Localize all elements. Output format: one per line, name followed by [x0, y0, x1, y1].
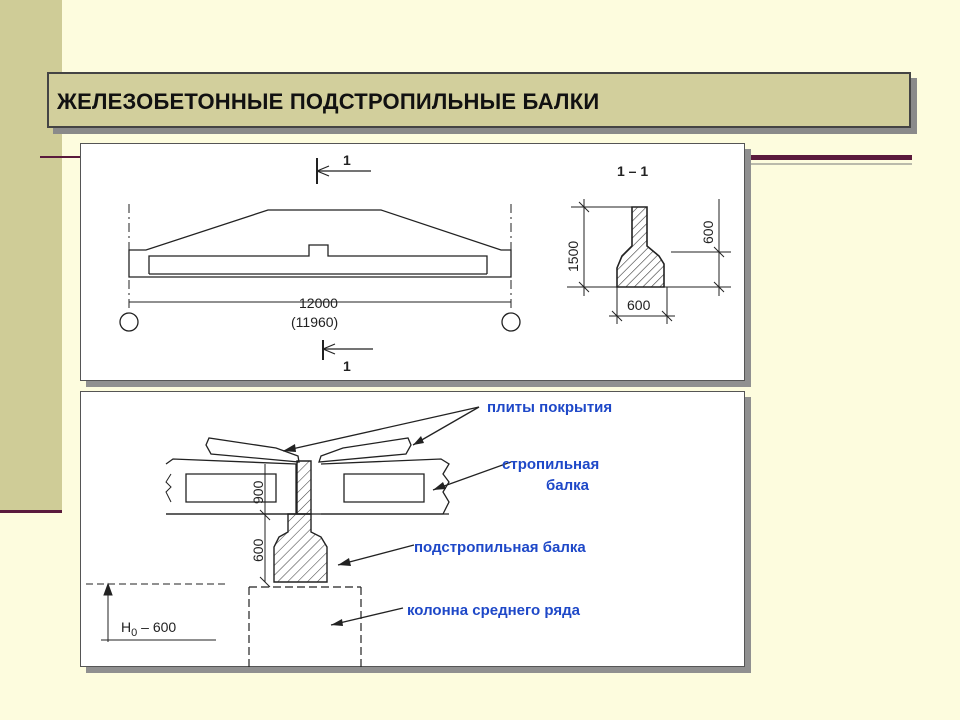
truss-beam-right: [320, 458, 450, 515]
dim-900-label: 900: [250, 480, 266, 504]
section-cut-top: [316, 158, 371, 184]
height-label: H0 – 600: [121, 619, 176, 639]
height-label-base: H: [121, 619, 131, 635]
decor-line-right: [745, 155, 912, 160]
leader-truss: [432, 461, 512, 491]
length-dim-alt-label: (11960): [291, 314, 338, 330]
label-subtruss: подстропильная балка: [414, 539, 586, 556]
dim-600-label: 600: [250, 538, 266, 562]
assembly-drawing-panel: плиты покрытия стропильная балка подстро…: [80, 391, 745, 667]
left-axis-bubble: [119, 312, 139, 332]
section-mark-top: 1: [343, 152, 351, 168]
base-width-dim-label: 600: [627, 297, 651, 313]
slide-title: ЖЕЛЕЗОБЕТОННЫЕ ПОДСТРОПИЛЬНЫЕ БАЛКИ: [57, 89, 600, 114]
beam-drawing-panel: 1 1 12000 (11960) 1 – 1 1500 600 600: [80, 143, 745, 381]
beam-cross-section: [616, 206, 665, 288]
flange-dim-label: 600: [700, 220, 716, 244]
decor-line-left: [40, 156, 80, 158]
title-box: ЖЕЛЕЗОБЕТОННЫЕ ПОДСТРОПИЛЬНЫЕ БАЛКИ: [47, 72, 911, 128]
decor-line-right-shadow: [745, 163, 912, 165]
label-column: колонна среднего ряда: [407, 602, 581, 619]
section-title: 1 – 1: [617, 163, 648, 179]
label-truss-line1: стропильная: [502, 456, 599, 473]
height-dim-label: 1500: [565, 241, 581, 272]
height-label-sub: 0: [131, 627, 137, 639]
assembly-drawing: плиты покрытия стропильная балка подстро…: [86, 399, 612, 667]
section-cut-bottom: [322, 340, 373, 360]
beam-elevation-outline: [128, 209, 512, 278]
leader-slab-left: [282, 406, 480, 452]
section-mark-bottom: 1: [343, 358, 351, 374]
sub-truss-beam: [273, 513, 328, 583]
label-roof-slabs: плиты покрытия: [487, 399, 612, 416]
truss-web: [296, 460, 312, 515]
column: [248, 587, 362, 667]
beam-drawing: 1 1 12000 (11960) 1 – 1 1500 600 600: [119, 152, 731, 374]
leader-column: [330, 607, 404, 626]
label-truss-line2: балка: [546, 477, 590, 494]
beam-inner-line: [148, 244, 488, 274]
right-axis-bubble: [501, 312, 521, 332]
roof-slab-right: [318, 437, 412, 463]
leader-subtruss: [337, 544, 415, 566]
roof-slab-left: [205, 437, 300, 463]
left-decor-line: [0, 510, 62, 513]
length-dim-label: 12000: [299, 295, 338, 311]
leader-slab-right: [412, 406, 480, 446]
height-label-rest: – 600: [137, 619, 176, 635]
